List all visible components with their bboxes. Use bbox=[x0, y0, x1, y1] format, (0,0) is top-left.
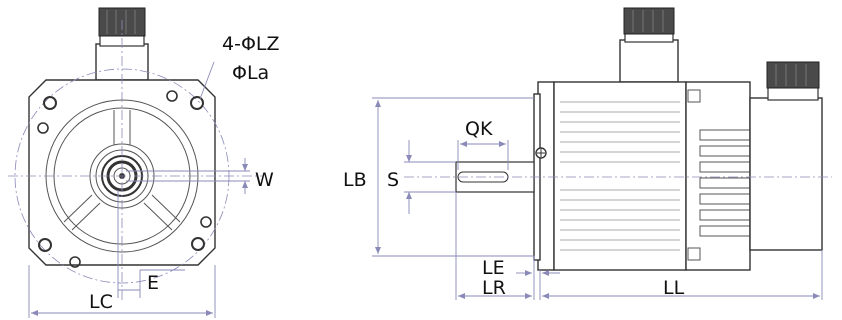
le-label: LE bbox=[482, 257, 505, 279]
encoder-connector bbox=[749, 61, 823, 251]
s-label: S bbox=[387, 169, 399, 191]
flange-spokes bbox=[63, 110, 181, 231]
bolt-holes bbox=[37, 90, 212, 268]
bolt-hole-label: 4-ΦLZ bbox=[222, 33, 280, 55]
lc-label: LC bbox=[89, 291, 113, 313]
qk-label: QK bbox=[465, 118, 493, 140]
rear-housing bbox=[685, 81, 751, 271]
motor-body bbox=[553, 81, 687, 271]
circle-diameter-label: ΦLa bbox=[232, 62, 269, 84]
front-view bbox=[8, 7, 262, 318]
side-top-connector bbox=[619, 7, 679, 83]
ll-label: LL bbox=[663, 277, 685, 299]
cooling-fins bbox=[560, 101, 680, 251]
w-label: W bbox=[255, 169, 274, 191]
lb-label: LB bbox=[343, 169, 367, 191]
lr-label: LR bbox=[482, 277, 506, 299]
side-view bbox=[372, 7, 832, 300]
e-label: E bbox=[147, 272, 159, 294]
